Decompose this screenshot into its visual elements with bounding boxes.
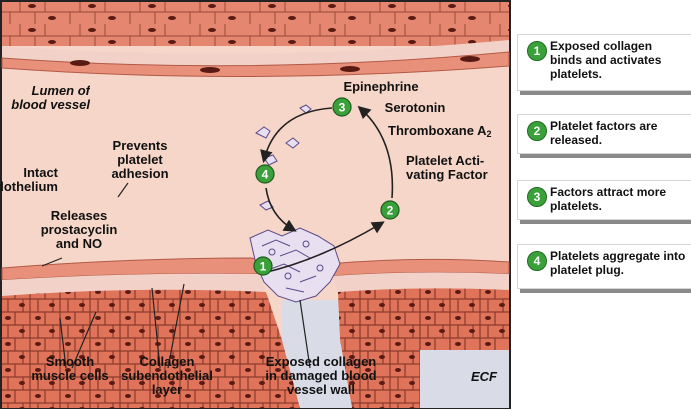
step-text: Exposed collagen binds and activates pla… — [550, 39, 686, 81]
ecf-label: ECF — [468, 370, 500, 384]
svg-text:2: 2 — [387, 204, 394, 218]
collagen-layer-label: Collagen subendothelial layer — [114, 355, 220, 397]
svg-text:4: 4 — [262, 168, 269, 182]
step-text: Platelets aggregate into platelet plug. — [550, 249, 686, 277]
lumen-label: Lumen of blood vessel — [4, 84, 90, 112]
badge-2: 2 — [381, 201, 399, 219]
paf-label: Platelet Acti- vating Factor — [406, 154, 502, 182]
prevents-adhesion-label: Prevents platelet adhesion — [98, 139, 182, 181]
badge-3: 3 — [333, 98, 351, 116]
step-number-badge: 2 — [527, 121, 547, 141]
svg-text:3: 3 — [339, 101, 346, 115]
endothelium-label: Intact endothelium — [0, 166, 58, 194]
step-card-1: 1 Exposed collagen binds and activates p… — [517, 34, 691, 91]
step-card-3: 3 Factors attract more platelets. — [517, 180, 691, 220]
svg-text:1: 1 — [260, 260, 267, 274]
step-text: Factors attract more platelets. — [550, 185, 686, 213]
releases-label: Releases prostacyclin and NO — [30, 209, 128, 251]
step-text: Platelet factors are released. — [550, 119, 686, 147]
step-card-2: 2 Platelet factors are released. — [517, 114, 691, 154]
step-number-badge: 4 — [527, 251, 547, 271]
smooth-muscle-label: Smooth muscle cells — [22, 355, 118, 383]
top-vessel-wall — [2, 2, 509, 46]
step-number-badge: 3 — [527, 187, 547, 207]
exposed-collagen-label: Exposed collagen in damaged blood vessel… — [262, 355, 380, 397]
serotonin-label: Serotonin — [380, 101, 450, 115]
badge-4: 4 — [256, 165, 274, 183]
badge-1: 1 — [254, 257, 272, 275]
epinephrine-label: Epinephrine — [336, 80, 426, 94]
step-card-4: 4 Platelets aggregate into platelet plug… — [517, 244, 691, 289]
thromboxane-label: Thromboxane A2 — [388, 124, 504, 141]
step-number-badge: 1 — [527, 41, 547, 61]
